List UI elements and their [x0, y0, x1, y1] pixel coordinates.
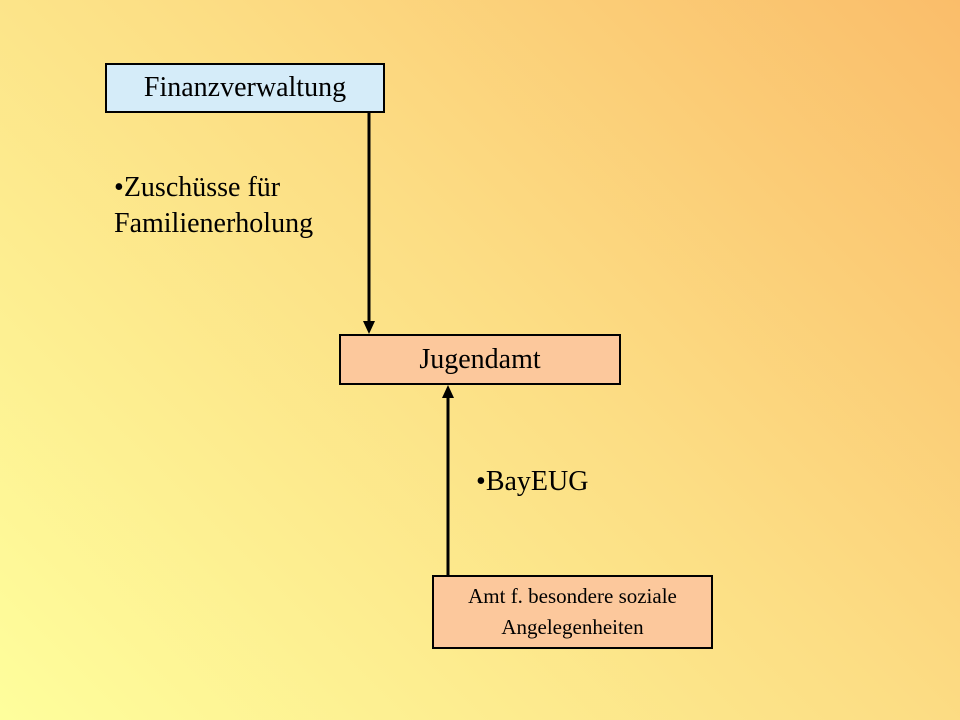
node-finanzverwaltung-label: Finanzverwaltung	[143, 72, 347, 103]
node-amt-besondere-soziale-angelegenheiten: Amt f. besondere soziale Angelegenheiten	[432, 575, 713, 649]
arrow-finanz-to-jugend	[363, 113, 375, 334]
node-amt-label-line1: Amt f. besondere soziale	[468, 584, 677, 608]
node-jugendamt: Jugendamt	[339, 334, 621, 385]
arrow-amt-to-jugend	[442, 385, 454, 575]
edge-label-bayeug: BayEUG	[476, 464, 589, 500]
bullet-bayeug: BayEUG	[476, 464, 589, 500]
edge-label-bayeug-text: BayEUG	[485, 466, 589, 497]
edge-label-zuschuesse-line2: Familienerholung	[114, 208, 314, 239]
edge-label-zuschuesse-line1: Zuschüsse für	[123, 172, 281, 203]
node-finanzverwaltung: Finanzverwaltung	[105, 63, 385, 113]
node-amt-label-line2: Angelegenheiten	[501, 615, 644, 639]
edge-label-zuschuesse: Zuschüsse für Familienerholung	[114, 170, 313, 242]
bullet-zuschuesse: Zuschüsse für	[114, 170, 313, 206]
node-jugendamt-label: Jugendamt	[419, 343, 541, 375]
